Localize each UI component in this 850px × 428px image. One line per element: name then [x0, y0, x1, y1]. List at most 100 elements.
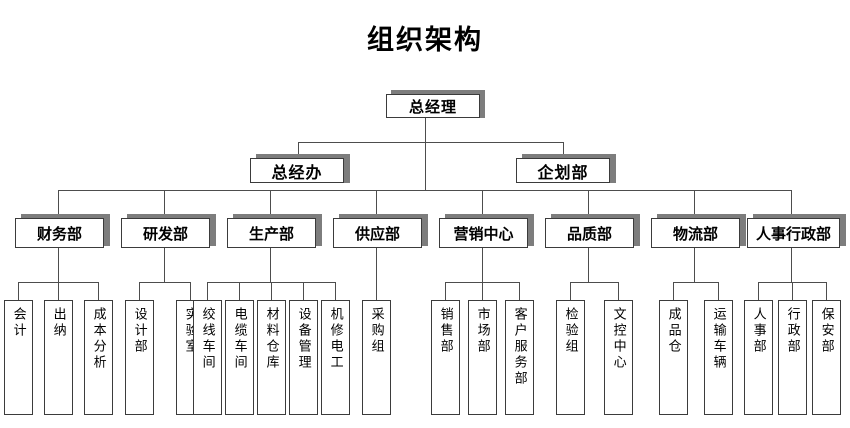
connector-gm-down [425, 117, 426, 142]
leaf-xiaoshoubu[interactable]: 销售部 [431, 300, 460, 415]
node-shengchanbu[interactable]: 生产部 [227, 218, 316, 248]
leaf-label: 销售部 [438, 307, 454, 355]
connector-pinzhibu-child-1 [570, 282, 571, 300]
connector-drop-pinzhibu [588, 190, 589, 218]
connector-drop-shengchanbu [270, 190, 271, 218]
connector-yingxiaozhongxin-child-2 [482, 282, 483, 300]
connector-shengchanbu-child-3 [271, 282, 272, 300]
node-wuliubu[interactable]: 物流部 [651, 218, 740, 248]
leaf-shebeiguanli[interactable]: 设备管理 [289, 300, 318, 415]
connector-shengchanbu-child-5 [335, 282, 336, 300]
node-pinzhibu[interactable]: 品质部 [545, 218, 634, 248]
node-yanfabu[interactable]: 研发部 [121, 218, 210, 248]
leaf-label: 设计部 [132, 307, 148, 355]
connector-yingxiaozhongxin-child-1 [445, 282, 446, 300]
connector-renshixingzhengbu-stem [791, 248, 792, 282]
leaf-label: 会计 [11, 307, 27, 339]
node-gongyingbu[interactable]: 供应部 [333, 218, 422, 248]
connector-caiwubu-child-1 [18, 282, 19, 300]
connector-drop-wuliubu [694, 190, 695, 218]
connector-drop-yanfabu [164, 190, 165, 218]
connector-trunk-to-level3 [425, 142, 426, 190]
leaf-label: 文控中心 [611, 307, 627, 371]
connector-yanfabu-bus [139, 282, 190, 283]
leaf-jiaoxianchejian[interactable]: 绞线车间 [193, 300, 222, 415]
connector-caiwubu-stem [58, 248, 59, 282]
connector-drop-caiwubu [58, 190, 59, 218]
leaf-shejibu[interactable]: 设计部 [125, 300, 154, 415]
node-label: 研发部 [142, 226, 188, 243]
leaf-jixiudiangong[interactable]: 机修电工 [321, 300, 350, 415]
leaf-label: 行政部 [785, 307, 801, 355]
leaf-label: 采购组 [369, 307, 385, 355]
leaf-jianyanzu[interactable]: 检验组 [556, 300, 585, 415]
leaf-cailiaocangku[interactable]: 材料仓库 [257, 300, 286, 415]
leaf-label: 出纳 [51, 307, 67, 339]
connector-yingxiaozhongxin-child-3 [519, 282, 520, 300]
connector-drop-qihuabu [563, 142, 564, 158]
leaf-xingzhengbu[interactable]: 行政部 [778, 300, 807, 415]
connector-wuliubu-child-1 [673, 282, 674, 300]
leaf-label: 检验组 [563, 307, 579, 355]
node-label: 总经办 [271, 164, 323, 182]
connector-pinzhibu-stem [588, 248, 589, 282]
leaf-label: 成本分析 [91, 307, 107, 371]
node-zongjingban[interactable]: 总经办 [250, 158, 344, 183]
connector-pinzhibu-bus [570, 282, 618, 283]
leaf-kehufuwubu[interactable]: 客户服务部 [505, 300, 534, 415]
leaf-renshibu[interactable]: 人事部 [744, 300, 773, 415]
connector-renshixingzhengbu-child-2 [792, 282, 793, 300]
connector-drop-zongjingban [298, 142, 299, 158]
connector-drop-yingxiaozhongxin [482, 190, 483, 218]
node-caiwubu[interactable]: 财务部 [15, 218, 104, 248]
connector-wuliubu-bus [673, 282, 718, 283]
leaf-label: 电缆车间 [232, 307, 248, 371]
node-yingxiaozhongxin[interactable]: 营销中心 [439, 218, 528, 248]
node-label: 财务部 [36, 226, 82, 243]
connector-level2-bus [298, 142, 563, 143]
node-label: 生产部 [248, 226, 294, 243]
leaf-label: 机修电工 [328, 307, 344, 371]
leaf-chuna[interactable]: 出纳 [44, 300, 73, 415]
page-title: 组织架构 [367, 25, 483, 55]
leaf-caigouzu[interactable]: 采购组 [362, 300, 391, 415]
node-label: 总经理 [408, 99, 457, 116]
connector-pinzhibu-child-2 [618, 282, 619, 300]
node-label: 物流部 [672, 226, 718, 243]
leaf-chengbenfenxi[interactable]: 成本分析 [84, 300, 113, 415]
leaf-label: 成品仓 [666, 307, 682, 355]
leaf-label: 运输车辆 [711, 307, 727, 371]
leaf-label: 市场部 [475, 307, 491, 355]
leaf-dianlanchejian[interactable]: 电缆车间 [225, 300, 254, 415]
connector-yingxiaozhongxin-stem [482, 248, 483, 282]
leaf-shichangbu[interactable]: 市场部 [468, 300, 497, 415]
leaf-label: 绞线车间 [200, 307, 216, 371]
node-label: 企划部 [537, 164, 589, 182]
node-qihuabu[interactable]: 企划部 [516, 158, 610, 183]
connector-wuliubu-child-2 [718, 282, 719, 300]
leaf-wenkongzhongxin[interactable]: 文控中心 [604, 300, 633, 415]
node-label: 营销中心 [453, 226, 514, 243]
leaf-yunshucheliang[interactable]: 运输车辆 [704, 300, 733, 415]
leaf-label: 客户服务部 [512, 307, 528, 387]
connector-caiwubu-child-3 [98, 282, 99, 300]
connector-level3-bus [58, 190, 791, 191]
connector-shengchanbu-stem [270, 248, 271, 282]
node-label: 品质部 [566, 226, 612, 243]
connector-wuliubu-stem [694, 248, 695, 282]
connector-drop-gongyingbu [376, 190, 377, 218]
connector-drop-renshixingzhengbu [791, 190, 792, 218]
leaf-baoanbu[interactable]: 保安部 [812, 300, 841, 415]
connector-yanfabu-stem [164, 248, 165, 282]
leaf-chengpincang[interactable]: 成品仓 [659, 300, 688, 415]
node-renshixingzhengbu[interactable]: 人事行政部 [747, 218, 840, 248]
connector-renshixingzhengbu-child-1 [758, 282, 759, 300]
leaf-kuaiji[interactable]: 会计 [4, 300, 33, 415]
connector-shengchanbu-child-1 [207, 282, 208, 300]
connector-shengchanbu-child-4 [303, 282, 304, 300]
leaf-label: 材料仓库 [264, 307, 280, 371]
leaf-label: 设备管理 [296, 307, 312, 371]
node-zongjingli[interactable]: 总经理 [386, 94, 480, 118]
connector-renshixingzhengbu-child-3 [826, 282, 827, 300]
